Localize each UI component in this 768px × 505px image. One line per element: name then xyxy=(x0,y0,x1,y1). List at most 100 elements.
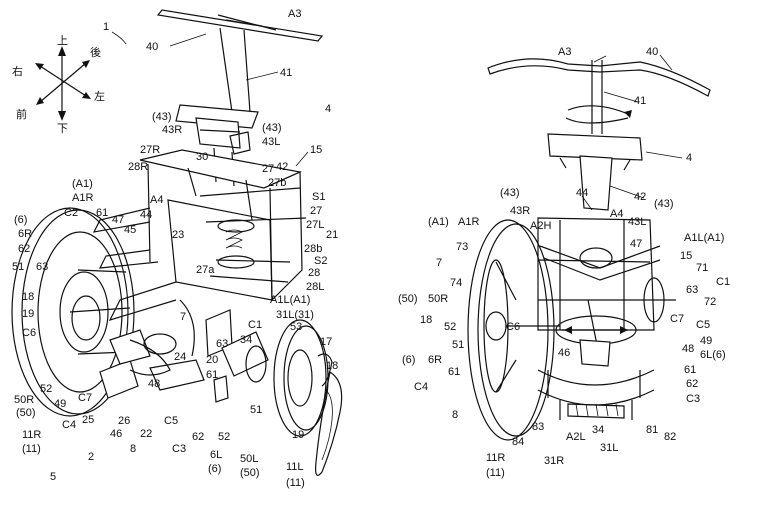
ref-label: 7 xyxy=(436,257,442,269)
ref-label: 25 xyxy=(82,414,94,426)
ref-label: 47 xyxy=(630,238,642,250)
ref-label: 8 xyxy=(452,409,458,421)
ref-label: C7 xyxy=(78,392,92,404)
compass-front: 前 xyxy=(16,107,27,121)
ref-label: (6) xyxy=(14,214,27,226)
ref-label: 61 xyxy=(206,369,218,381)
ref-label: 31R xyxy=(544,455,564,467)
ref-label: 17 xyxy=(320,336,332,348)
ref-label: C4 xyxy=(62,419,76,431)
ref-label: 19 xyxy=(292,429,304,441)
ref-label: (50) xyxy=(398,293,418,305)
ref-label: 41 xyxy=(280,67,292,79)
ref-label: 47 xyxy=(112,214,124,226)
ref-label: 50R xyxy=(14,394,34,406)
ref-label: 34 xyxy=(240,334,252,346)
ref-label: 74 xyxy=(450,277,462,289)
ref-label: 52 xyxy=(444,321,456,333)
compass-left: 左 xyxy=(94,90,105,103)
ref-label: C2 xyxy=(64,207,78,219)
ref-label: A3 xyxy=(558,46,571,58)
ref-label: C5 xyxy=(696,319,710,331)
ref-label: C7 xyxy=(670,313,684,325)
ref-label: 52 xyxy=(218,431,230,443)
ref-label: 48 xyxy=(682,343,694,355)
ref-label: 82 xyxy=(664,431,676,443)
ref-label: (6) xyxy=(402,354,415,366)
ref-label: A1R xyxy=(458,216,479,228)
ref-label: (A1) xyxy=(72,178,93,190)
ref-label: 48 xyxy=(148,378,160,390)
ref-label: A1R xyxy=(72,192,93,204)
ref-label: 11R xyxy=(22,429,41,441)
ref-label: A1L(A1) xyxy=(684,232,724,244)
ref-label: 42 xyxy=(276,161,288,173)
ref-label: 15 xyxy=(680,250,692,262)
ref-label: C1 xyxy=(248,319,262,331)
ref-label: (11) xyxy=(486,467,505,479)
ref-label: 49 xyxy=(54,398,66,410)
ref-label: 44 xyxy=(576,187,588,199)
ref-label: A3 xyxy=(288,8,301,20)
right-view-drawing xyxy=(467,58,711,441)
ref-label: 6L(6) xyxy=(700,349,726,361)
ref-label: A1L(A1) xyxy=(270,294,310,306)
ref-label: (43) xyxy=(152,111,172,123)
ref-label: 50L xyxy=(240,453,258,465)
ref-label: 81 xyxy=(646,424,658,436)
ref-label: 6R xyxy=(18,228,32,240)
ref-label: 51 xyxy=(452,339,464,351)
ref-label: 24 xyxy=(174,351,186,363)
ref-label: 28 xyxy=(308,267,320,279)
ref-label: 43R xyxy=(162,124,182,136)
compass-up: 上 xyxy=(57,34,68,47)
ref-label: 20 xyxy=(206,354,218,366)
left-view-labels: 1 40 A3 41 4 (43) 43R (43) 43L 30 27R 28… xyxy=(12,8,338,489)
compass-right: 右 xyxy=(12,64,23,78)
left-view-drawing xyxy=(11,9,343,476)
ref-label: 40 xyxy=(646,46,658,58)
ref-label: 2 xyxy=(88,451,94,463)
ref-label: C3 xyxy=(172,443,186,455)
ref-label: S2 xyxy=(314,255,327,267)
ref-label: 11R xyxy=(486,452,505,464)
ref-label: 40 xyxy=(146,41,158,53)
ref-label: (A1) xyxy=(428,216,449,228)
ref-label: 83 xyxy=(532,421,544,433)
ref-label: 43R xyxy=(510,205,530,217)
ref-label: 6R xyxy=(428,354,442,366)
ref-label: 51 xyxy=(250,404,262,416)
ref-label: 8 xyxy=(130,443,136,455)
ref-label: 49 xyxy=(700,335,712,347)
ref-label: 71 xyxy=(696,262,708,274)
ref-label: 62 xyxy=(686,378,698,390)
ref-label: 27b xyxy=(268,177,286,189)
ref-label: 45 xyxy=(124,224,136,236)
ref-label: 63 xyxy=(36,261,48,273)
ref-label: A4 xyxy=(150,194,163,206)
ref-label: 30 xyxy=(196,151,208,163)
ref-label: 72 xyxy=(704,296,716,308)
ref-label: A2H xyxy=(530,220,551,232)
ref-label: 46 xyxy=(110,428,122,440)
ref-label: C4 xyxy=(414,381,428,393)
ref-label: 43L xyxy=(262,136,280,148)
ref-label: (43) xyxy=(654,198,674,210)
ref-label: 62 xyxy=(18,243,30,255)
ref-label: 4 xyxy=(686,152,692,164)
ref-label: 61 xyxy=(96,207,108,219)
ref-label: C5 xyxy=(164,415,178,427)
ref-label: 27L xyxy=(306,219,324,231)
ref-label: 27a xyxy=(196,264,215,276)
ref-label: 18 xyxy=(420,314,432,326)
direction-compass: 上 後 右 左 前 下 xyxy=(12,34,105,135)
ref-label: 28R xyxy=(128,161,148,173)
ref-label: 26 xyxy=(118,415,130,427)
right-view-labels: A3 40 41 4 44 42 (43) 43R (43) A2H A4 43… xyxy=(398,46,730,479)
ref-label: C6 xyxy=(506,321,520,333)
ref-label: 21 xyxy=(326,229,338,241)
ref-label: 84 xyxy=(512,436,524,448)
ref-label: 31L xyxy=(600,442,618,454)
ref-label: 28L xyxy=(306,281,324,293)
